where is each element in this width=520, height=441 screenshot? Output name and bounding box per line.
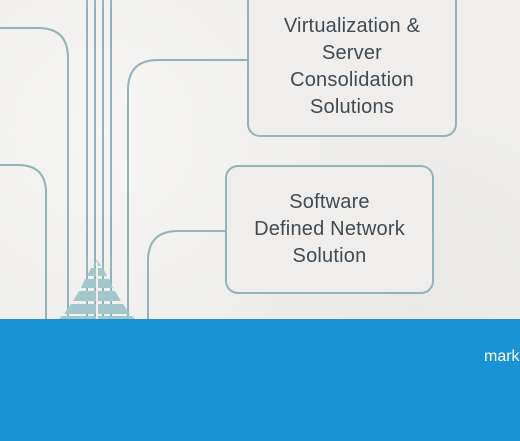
connector-line-left-inner [0,164,47,320]
footer-text: mark [484,348,520,365]
connector-line-to-virtualization [127,59,248,320]
node-virtualization-label: Virtualization & Server Consolidation So… [283,14,421,118]
connector-line-left-outer [0,27,69,320]
node-virtualization-server-consolidation: Virtualization & Server Consolidation So… [247,0,457,137]
connector-line-to-sdn [147,230,226,320]
node-software-defined-network: Software Defined Network Solution [225,165,434,294]
node-sdn-label: Software Defined Network Solution [254,191,405,267]
footer-bar [0,319,520,441]
